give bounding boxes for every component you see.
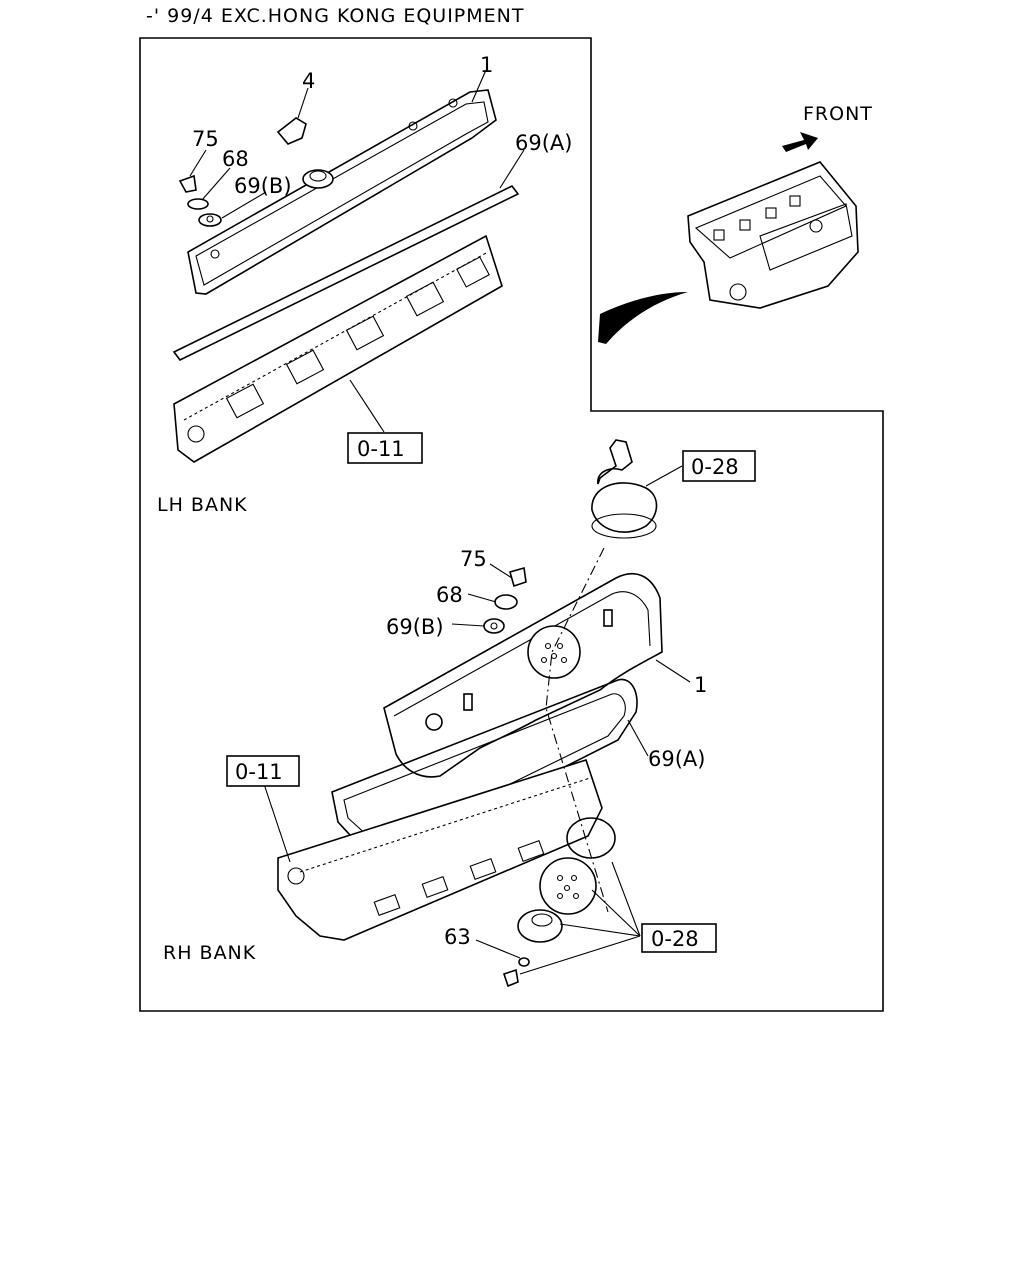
rh-washer bbox=[494, 594, 518, 610]
lh-bank-label: LH BANK bbox=[157, 494, 248, 516]
lh-callout-seal: 69(B) bbox=[234, 174, 292, 198]
rh-bolt bbox=[509, 566, 527, 588]
lh-bank-group: 1 4 75 68 69(B) 69(A) 0-11 LH BANK bbox=[157, 53, 572, 516]
rh-ref-box-breather-label: 0-28 bbox=[691, 455, 739, 479]
rh-ref-box-parts-label: 0-28 bbox=[651, 927, 699, 951]
rh-valve-cover bbox=[383, 573, 663, 778]
rh-ref-box-head bbox=[226, 755, 300, 787]
rh-ref-box-parts bbox=[641, 923, 717, 953]
lh-callout-cap: 4 bbox=[302, 69, 315, 93]
rh-cylinder-head bbox=[277, 758, 603, 941]
rh-callout-seal: 69(B) bbox=[386, 615, 444, 639]
rh-bank-label: RH BANK bbox=[163, 942, 256, 964]
lh-cylinder-head bbox=[173, 234, 503, 463]
lh-bolt bbox=[178, 174, 197, 193]
engine-block bbox=[687, 161, 859, 309]
lh-callout-cover: 1 bbox=[480, 53, 493, 77]
rh-ref-box-head-label: 0-11 bbox=[235, 760, 283, 784]
lh-callout-bolt: 75 bbox=[192, 127, 219, 151]
lh-gasket bbox=[172, 184, 520, 362]
lh-callout-gasket: 69(A) bbox=[515, 131, 572, 155]
rh-bank-group: 0-28 bbox=[163, 439, 756, 988]
rh-callout-clip: 63 bbox=[444, 925, 471, 949]
header-caption: -' 99/4 EXC.HONG KONG EQUIPMENT bbox=[146, 5, 524, 27]
rh-grommet bbox=[502, 968, 519, 988]
rh-clip bbox=[518, 957, 530, 967]
lh-callout-washer: 68 bbox=[222, 147, 249, 171]
rh-seal bbox=[483, 618, 505, 634]
rh-ref-box-breather bbox=[682, 450, 756, 482]
view-arrow-icon bbox=[598, 292, 688, 344]
engine-inset: FRONT bbox=[598, 103, 873, 344]
diagram-frame bbox=[139, 37, 884, 1012]
lh-filler-cap bbox=[276, 117, 307, 145]
lh-seal bbox=[198, 213, 222, 227]
rh-o-ring bbox=[566, 817, 616, 859]
rh-callout-washer: 68 bbox=[436, 583, 463, 607]
lh-valve-cover bbox=[187, 89, 497, 295]
lh-ref-box bbox=[347, 432, 423, 464]
rh-callout-cover: 1 bbox=[694, 673, 707, 697]
front-arrow-icon bbox=[782, 132, 818, 152]
lh-ref-box-label: 0-11 bbox=[357, 437, 405, 461]
rh-callout-bolt: 75 bbox=[460, 547, 487, 571]
front-label: FRONT bbox=[803, 103, 873, 125]
lh-washer bbox=[187, 198, 209, 210]
rh-callout-gasket: 69(A) bbox=[648, 747, 705, 771]
rh-breather bbox=[597, 439, 633, 485]
